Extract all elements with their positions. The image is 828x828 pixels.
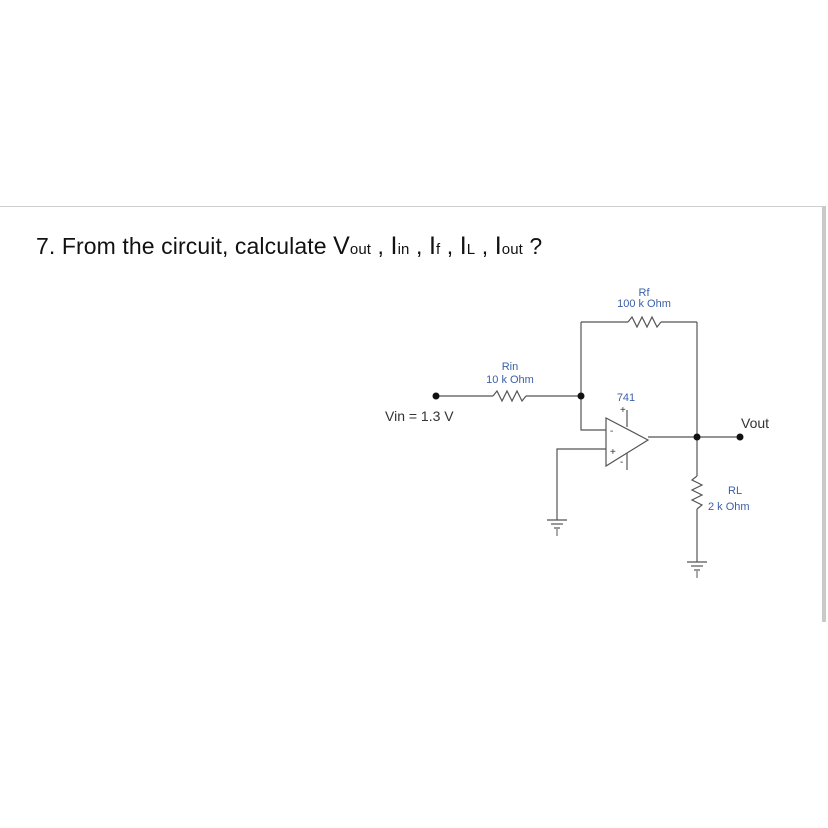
term-sep: , — [371, 233, 391, 259]
opamp-noninv-sign: + — [610, 447, 616, 458]
term-sep: , — [440, 233, 460, 259]
resistor-rf — [627, 315, 662, 329]
node-vout — [736, 433, 744, 441]
node-output — [693, 433, 701, 441]
term-sep: , — [409, 233, 429, 259]
opamp-vminus-sign: - — [620, 457, 623, 468]
resistor-rl — [690, 475, 704, 510]
rf-value-label: 100 k Ohm — [617, 298, 671, 310]
rl-value-label: 2 k Ohm — [708, 501, 750, 513]
vin-label: Vin = 1.3 V — [385, 408, 454, 424]
opamp-model-label: 741 — [617, 392, 635, 404]
rf-name-label: Rf — [639, 287, 651, 299]
term-iout-letter: I — [494, 232, 502, 260]
resistor-rin — [492, 389, 527, 403]
opamp-inv-sign: - — [610, 426, 613, 437]
term-vout-sub: out — [349, 241, 372, 258]
node-vin — [432, 392, 440, 400]
vout-label: Vout — [741, 415, 769, 431]
term-end: ? — [522, 233, 543, 259]
node-inverting — [577, 392, 585, 400]
term-iout-sub: out — [501, 241, 523, 258]
question-text: 7. From the circuit, calculate Vout , Ii… — [36, 232, 542, 261]
opamp-vplus-sign: + — [620, 405, 626, 416]
rin-value-label: 10 k Ohm — [486, 374, 534, 386]
wire-inverting-input — [580, 396, 606, 431]
term-if-sub: f — [435, 241, 441, 258]
rl-name-label: RL — [728, 485, 742, 497]
term-il-letter: I — [459, 232, 467, 260]
term-vout-letter: V — [333, 232, 350, 260]
rin-name-label: Rin — [502, 361, 519, 373]
term-il-sub: L — [466, 241, 476, 258]
term-iin-sub: in — [397, 241, 410, 258]
question-panel — [0, 206, 826, 622]
term-iin-letter: I — [390, 232, 398, 260]
question-prefix: 7. From the circuit, calculate — [36, 233, 327, 259]
term-sep: , — [475, 233, 495, 259]
term-if-letter: I — [428, 232, 436, 260]
wire-noninverting-input — [556, 448, 606, 520]
